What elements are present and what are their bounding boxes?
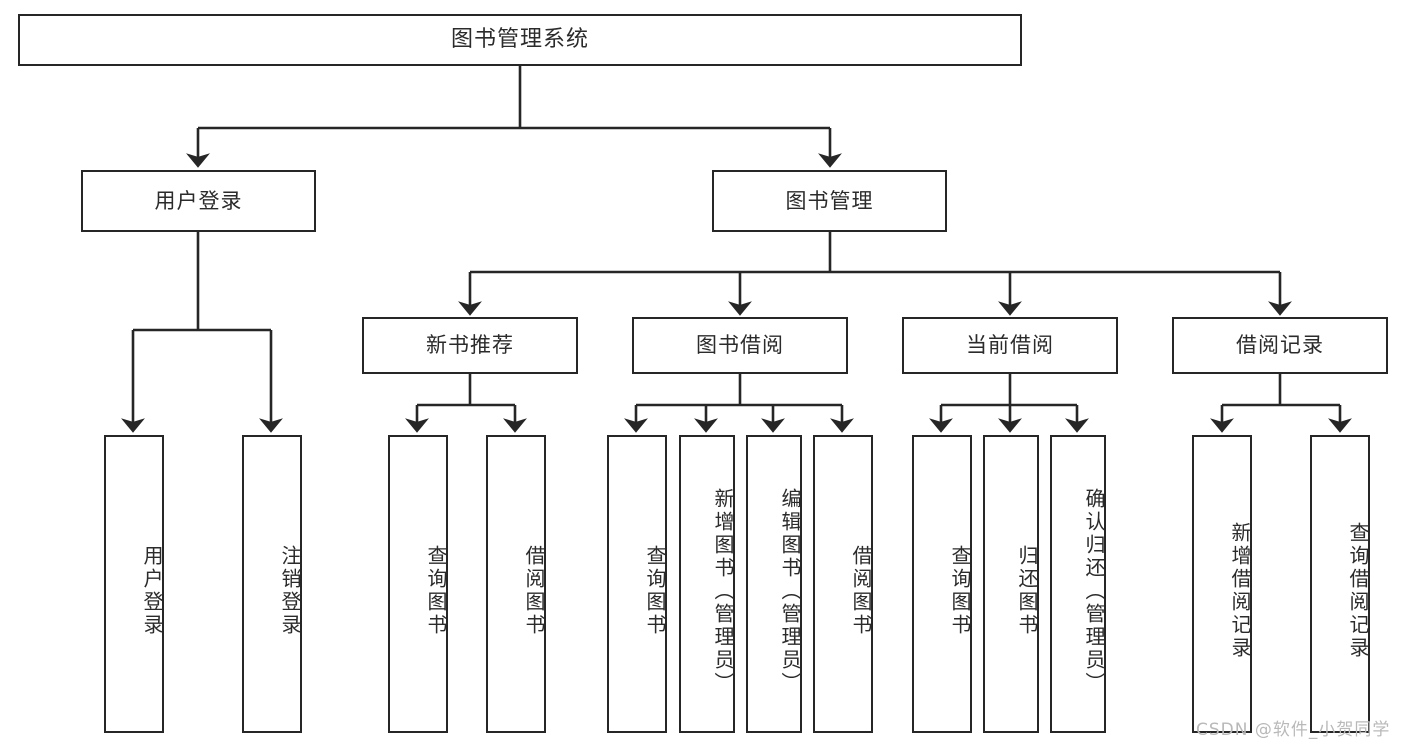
leaf-add-borrow-record[interactable]: 新增借阅记录 bbox=[1192, 435, 1252, 733]
leaf-query-book-recommend[interactable]: 查询图书 bbox=[388, 435, 448, 733]
leaf-user-login[interactable]: 用户登录 bbox=[104, 435, 164, 733]
node-new-book-recommend-label: 新书推荐 bbox=[426, 333, 514, 358]
leaf-edit-book-admin[interactable]: 编辑图书（管理员） bbox=[746, 435, 802, 733]
node-book-management[interactable]: 图书管理 bbox=[712, 170, 947, 232]
node-user-login[interactable]: 用户登录 bbox=[81, 170, 316, 232]
leaf-add-book-admin-label: 新增图书（管理员） bbox=[711, 487, 735, 695]
leaf-return-book-label: 归还图书 bbox=[1015, 545, 1039, 637]
node-book-borrow-label: 图书借阅 bbox=[696, 333, 784, 358]
leaf-add-borrow-record-label: 新增借阅记录 bbox=[1228, 522, 1252, 660]
leaf-edit-book-admin-label: 编辑图书（管理员） bbox=[778, 487, 802, 695]
leaf-borrow-book-recommend-label: 借阅图书 bbox=[522, 545, 546, 637]
node-borrow-record[interactable]: 借阅记录 bbox=[1172, 317, 1388, 374]
node-borrow-record-label: 借阅记录 bbox=[1236, 333, 1324, 358]
leaf-logout[interactable]: 注销登录 bbox=[242, 435, 302, 733]
leaf-add-book-admin[interactable]: 新增图书（管理员） bbox=[679, 435, 735, 733]
leaf-confirm-return-admin-label: 确认归还（管理员） bbox=[1082, 487, 1106, 695]
leaf-user-login-label: 用户登录 bbox=[140, 545, 164, 637]
node-current-borrow[interactable]: 当前借阅 bbox=[902, 317, 1118, 374]
leaf-borrow-book-borrow-label: 借阅图书 bbox=[849, 545, 873, 637]
node-root[interactable]: 图书管理系统 bbox=[18, 14, 1022, 66]
node-root-label: 图书管理系统 bbox=[450, 26, 589, 52]
node-book-borrow[interactable]: 图书借阅 bbox=[632, 317, 848, 374]
leaf-query-book-current[interactable]: 查询图书 bbox=[912, 435, 972, 733]
leaf-borrow-book-recommend[interactable]: 借阅图书 bbox=[486, 435, 546, 733]
node-user-login-label: 用户登录 bbox=[154, 188, 243, 213]
leaf-borrow-book-borrow[interactable]: 借阅图书 bbox=[813, 435, 873, 733]
leaf-logout-label: 注销登录 bbox=[278, 545, 302, 637]
leaf-query-book-borrow-label: 查询图书 bbox=[643, 545, 667, 637]
leaf-return-book[interactable]: 归还图书 bbox=[983, 435, 1039, 733]
node-current-borrow-label: 当前借阅 bbox=[966, 333, 1054, 358]
watermark: CSDN @软件_小贺同学 bbox=[1196, 720, 1391, 740]
node-new-book-recommend[interactable]: 新书推荐 bbox=[362, 317, 578, 374]
leaf-query-book-current-label: 查询图书 bbox=[948, 545, 972, 637]
leaf-query-book-recommend-label: 查询图书 bbox=[424, 545, 448, 637]
leaf-confirm-return-admin[interactable]: 确认归还（管理员） bbox=[1050, 435, 1106, 733]
leaf-query-book-borrow[interactable]: 查询图书 bbox=[607, 435, 667, 733]
node-book-management-label: 图书管理 bbox=[785, 188, 874, 213]
leaf-query-borrow-record-label: 查询借阅记录 bbox=[1346, 522, 1370, 660]
leaf-query-borrow-record[interactable]: 查询借阅记录 bbox=[1310, 435, 1370, 733]
